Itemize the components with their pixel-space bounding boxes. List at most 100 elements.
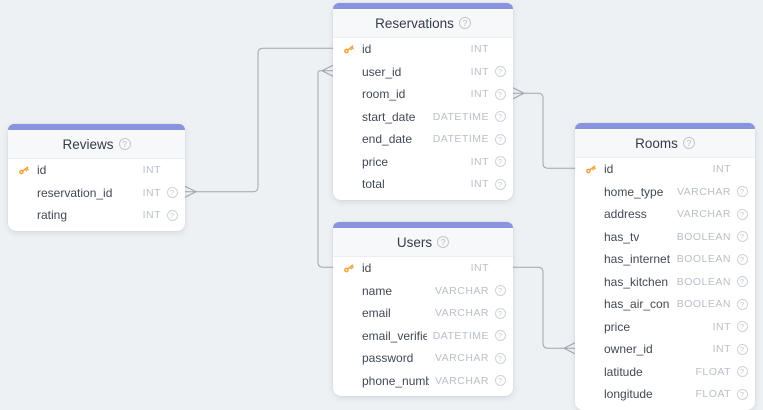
field-type: BOOLEAN: [676, 230, 731, 243]
field-name: email_verified_: [362, 328, 427, 343]
field-row-phone_numbe[interactable]: phone_numbeVARCHAR?: [333, 370, 513, 393]
field-name: id: [604, 162, 614, 177]
field-type: INT: [470, 65, 489, 78]
field-help-slot: ?: [493, 352, 507, 364]
field-row-id[interactable]: id INT: [8, 159, 185, 182]
field-help-icon: ?: [494, 330, 506, 342]
table-header-reviews[interactable]: Reviews?: [8, 130, 185, 159]
field-type: VARCHAR: [434, 307, 489, 320]
field-name: id: [362, 42, 372, 57]
field-help-slot: ?: [735, 321, 749, 333]
field-help-icon: ?: [166, 187, 178, 199]
field-row-start_date[interactable]: start_date DATETIME?: [333, 106, 513, 129]
field-type: INT: [712, 343, 731, 356]
field-help-icon: ?: [494, 375, 506, 387]
relationship-line-3[interactable]: [513, 266, 564, 349]
field-type: INT: [142, 164, 161, 177]
field-help-icon: ?: [736, 298, 748, 310]
field-type: BOOLEAN: [676, 275, 731, 288]
table-header-users[interactable]: Users?: [333, 228, 513, 257]
field-help-icon: ?: [494, 352, 506, 364]
field-name: has_air_con: [604, 297, 670, 312]
field-help-icon: ?: [166, 209, 178, 221]
field-name: id: [37, 163, 47, 178]
field-help-icon: ?: [736, 208, 748, 220]
field-name: end_date: [362, 132, 413, 147]
field-help-slot: ?: [493, 111, 507, 123]
relationship-line-0[interactable]: [196, 47, 333, 193]
field-help-icon: ?: [736, 321, 748, 333]
field-name: start_date: [362, 109, 416, 124]
table-help-icon: ?: [458, 17, 471, 29]
field-name: home_type: [604, 184, 664, 199]
field-type: DATETIME: [432, 133, 489, 146]
field-help-icon: ?: [494, 307, 506, 319]
field-row-email_verified_[interactable]: email_verified_ DATETIME?: [333, 325, 513, 348]
table-accent-bar: [575, 123, 755, 129]
field-type: INT: [470, 88, 489, 101]
table-help-icon: ?: [437, 236, 450, 248]
field-help-icon: ?: [736, 186, 748, 198]
table-header-reservations[interactable]: Reservations?: [333, 9, 513, 38]
field-type: DATETIME: [432, 110, 489, 123]
field-name: price: [362, 154, 389, 169]
field-type: INT: [470, 43, 489, 56]
relationship-line-2[interactable]: [524, 92, 575, 169]
field-row-owner_id[interactable]: owner_id INT?: [575, 338, 755, 361]
field-help-slot: ?: [735, 298, 749, 310]
field-help-icon: ?: [494, 88, 506, 100]
field-row-id[interactable]: id INT: [333, 257, 513, 280]
crowfoot-rooms-owner_id[interactable]: [563, 342, 576, 355]
table-header-rooms[interactable]: Rooms?: [575, 129, 755, 158]
field-row-id[interactable]: id INT: [333, 38, 513, 61]
field-help-icon: ?: [736, 253, 748, 265]
crowfoot-reservations-room_id[interactable]: [512, 87, 525, 100]
field-help-slot: ?: [493, 156, 507, 168]
crowfoot-reviews-reservation_id[interactable]: [184, 185, 197, 198]
field-name: address: [604, 207, 647, 222]
field-help-icon: ?: [736, 343, 748, 355]
field-type: BOOLEAN: [676, 253, 731, 266]
field-type: INT: [470, 262, 489, 275]
primary-key-icon: [585, 165, 596, 174]
field-help-slot: ?: [735, 208, 749, 220]
field-name: password: [362, 351, 414, 366]
primary-key-icon: [343, 264, 354, 273]
field-type: DATETIME: [432, 329, 489, 342]
field-name: phone_numbe: [362, 373, 429, 388]
primary-key-icon: [18, 166, 29, 175]
field-help-icon: ?: [494, 285, 506, 297]
field-help-slot: ?: [735, 231, 749, 243]
crowfoot-reservations-user_id[interactable]: [321, 64, 334, 77]
field-name: id: [362, 261, 372, 276]
table-title: Rooms: [635, 135, 678, 151]
relationship-line-1[interactable]: [317, 70, 333, 268]
field-name: owner_id: [604, 342, 653, 357]
